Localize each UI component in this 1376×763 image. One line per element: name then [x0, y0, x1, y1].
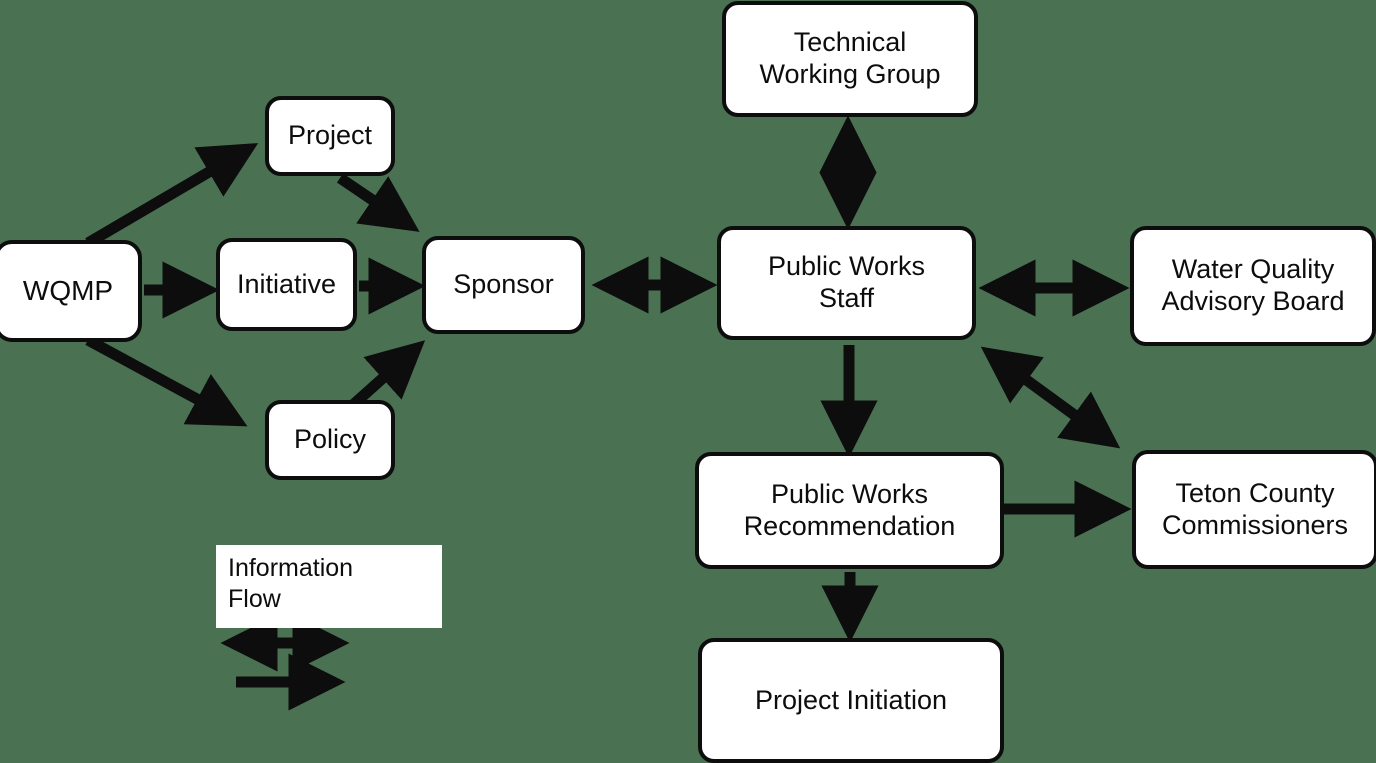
legend: Information Flow	[216, 545, 442, 628]
node-public-works-staff-label: Public Works Staff	[767, 251, 926, 313]
node-water-quality-advisory-board-label: Water Quality Advisory Board	[1161, 254, 1345, 316]
arrow-wqmp-to-policy	[85, 335, 248, 427]
node-sponsor-label: Sponsor	[453, 269, 554, 300]
node-public-works-recommendation-label: Public Works Recommendation	[743, 478, 956, 541]
node-technical-working-group-label: Technical Working Group	[759, 27, 941, 89]
node-initiative-label: Initiative	[236, 268, 337, 299]
node-wqmp[interactable]: WQMP	[0, 240, 142, 342]
node-wqmp-label: WQMP	[22, 275, 114, 307]
node-policy[interactable]: Policy	[265, 400, 395, 480]
node-project-initiation-label: Project Initiation	[754, 684, 948, 715]
node-water-quality-advisory-board[interactable]: Water Quality Advisory Board	[1130, 226, 1376, 346]
node-project[interactable]: Project	[265, 96, 395, 176]
arrow-public-works-staff-to-teton-county-commissioners	[980, 346, 1121, 449]
node-initiative[interactable]: Initiative	[216, 238, 357, 331]
node-project-initiation[interactable]: Project Initiation	[698, 638, 1004, 763]
node-sponsor[interactable]: Sponsor	[422, 236, 585, 334]
node-public-works-recommendation[interactable]: Public Works Recommendation	[695, 452, 1004, 569]
arrow-wqmp-to-project	[85, 143, 259, 248]
legend-title: Information Flow	[228, 554, 354, 613]
node-teton-county-commissioners-label: Teton County Commissioners	[1161, 477, 1349, 540]
node-public-works-staff[interactable]: Public Works Staff	[717, 226, 976, 340]
node-project-label: Project	[287, 120, 373, 151]
arrow-project-to-sponsor	[336, 173, 420, 232]
node-teton-county-commissioners[interactable]: Teton County Commissioners	[1132, 450, 1376, 569]
node-policy-label: Policy	[293, 424, 367, 455]
node-technical-working-group[interactable]: Technical Working Group	[722, 1, 978, 117]
